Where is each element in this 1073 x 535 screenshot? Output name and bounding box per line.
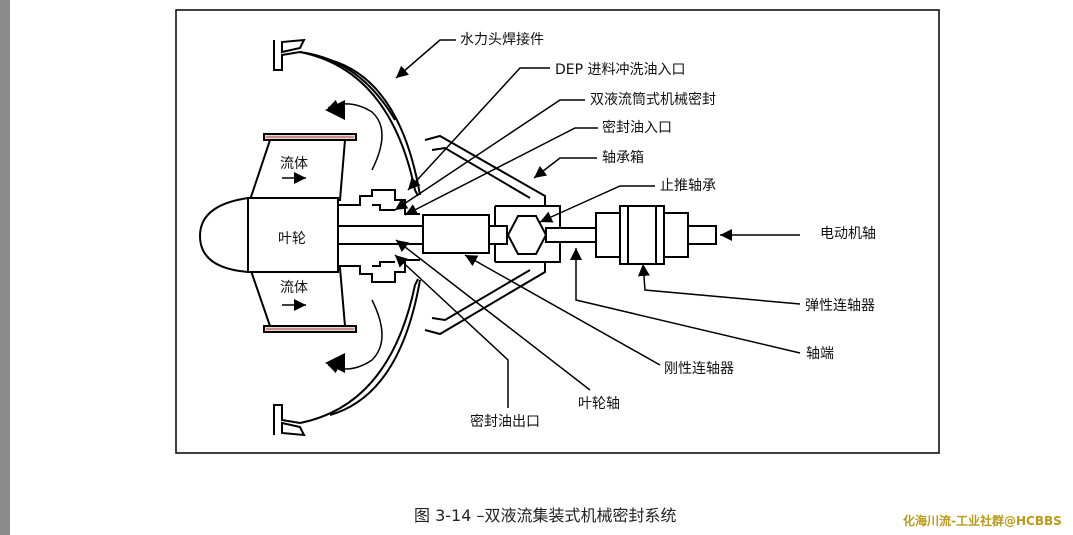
leader-seal-oil-outlet [394, 254, 509, 408]
flow-arrowhead-top [325, 100, 345, 120]
hydraulic-head-top [273, 38, 421, 197]
label-seal-oil-outlet: 密封油出口 [470, 414, 540, 430]
leader-elastic-coupling [637, 263, 801, 305]
flow-arrowhead-bottom [325, 353, 345, 373]
label-rigid-coupling: 刚性连轴器 [664, 361, 734, 377]
leader-shaft-end [570, 248, 801, 354]
shaft-segment-2 [545, 227, 597, 243]
label-shaft-end: 轴端 [806, 346, 834, 362]
leader-rigid-coupling [464, 254, 661, 366]
label-motor-shaft: 电动机轴 [820, 226, 876, 242]
label-seal-oil-inlet: 密封油入口 [602, 120, 672, 136]
label-elastic-coupling: 弹性连轴器 [805, 298, 875, 314]
motor-shaft-end [687, 225, 717, 245]
label-dual-cartridge-seal: 双液流筒式机械密封 [590, 92, 716, 108]
leader-thrust-bearing [539, 185, 655, 223]
label-thrust-bearing: 止推轴承 [660, 178, 716, 194]
diagram-frame [175, 9, 940, 454]
viewer-edge-bar [0, 0, 10, 535]
impeller-hub-dome [198, 196, 249, 274]
label-impeller-shaft: 叶轮轴 [578, 396, 620, 412]
label-impeller: 叶轮 [278, 231, 306, 247]
leader-hydraulic-head [395, 39, 456, 79]
label-bearing-box: 轴承箱 [602, 150, 644, 166]
label-dep-flush-inlet: DEP 进料冲洗油入口 [555, 62, 686, 78]
leader-seal-oil-inlet [404, 127, 598, 216]
elastic-coupling [595, 205, 689, 265]
figure-caption: 图 3-14 –双液流集装式机械密封系统 [414, 506, 677, 525]
hydraulic-head-bottom [273, 278, 421, 437]
leader-dual-seal [394, 99, 585, 211]
label-fluid-bottom: 流体 [280, 280, 308, 296]
label-hydraulic-head-weld: 水力头焊接件 [460, 32, 544, 48]
leader-dep-inlet [407, 67, 550, 191]
watermark: 化海川流-工业社群@HCBBS [903, 514, 1062, 528]
leader-bearing-box [533, 157, 597, 179]
impeller-shaft [337, 225, 424, 245]
label-fluid-top: 流体 [280, 156, 308, 172]
shaft-segment-1 [488, 225, 508, 245]
rigid-coupling [422, 214, 490, 254]
leader-impeller-shaft [395, 239, 591, 391]
